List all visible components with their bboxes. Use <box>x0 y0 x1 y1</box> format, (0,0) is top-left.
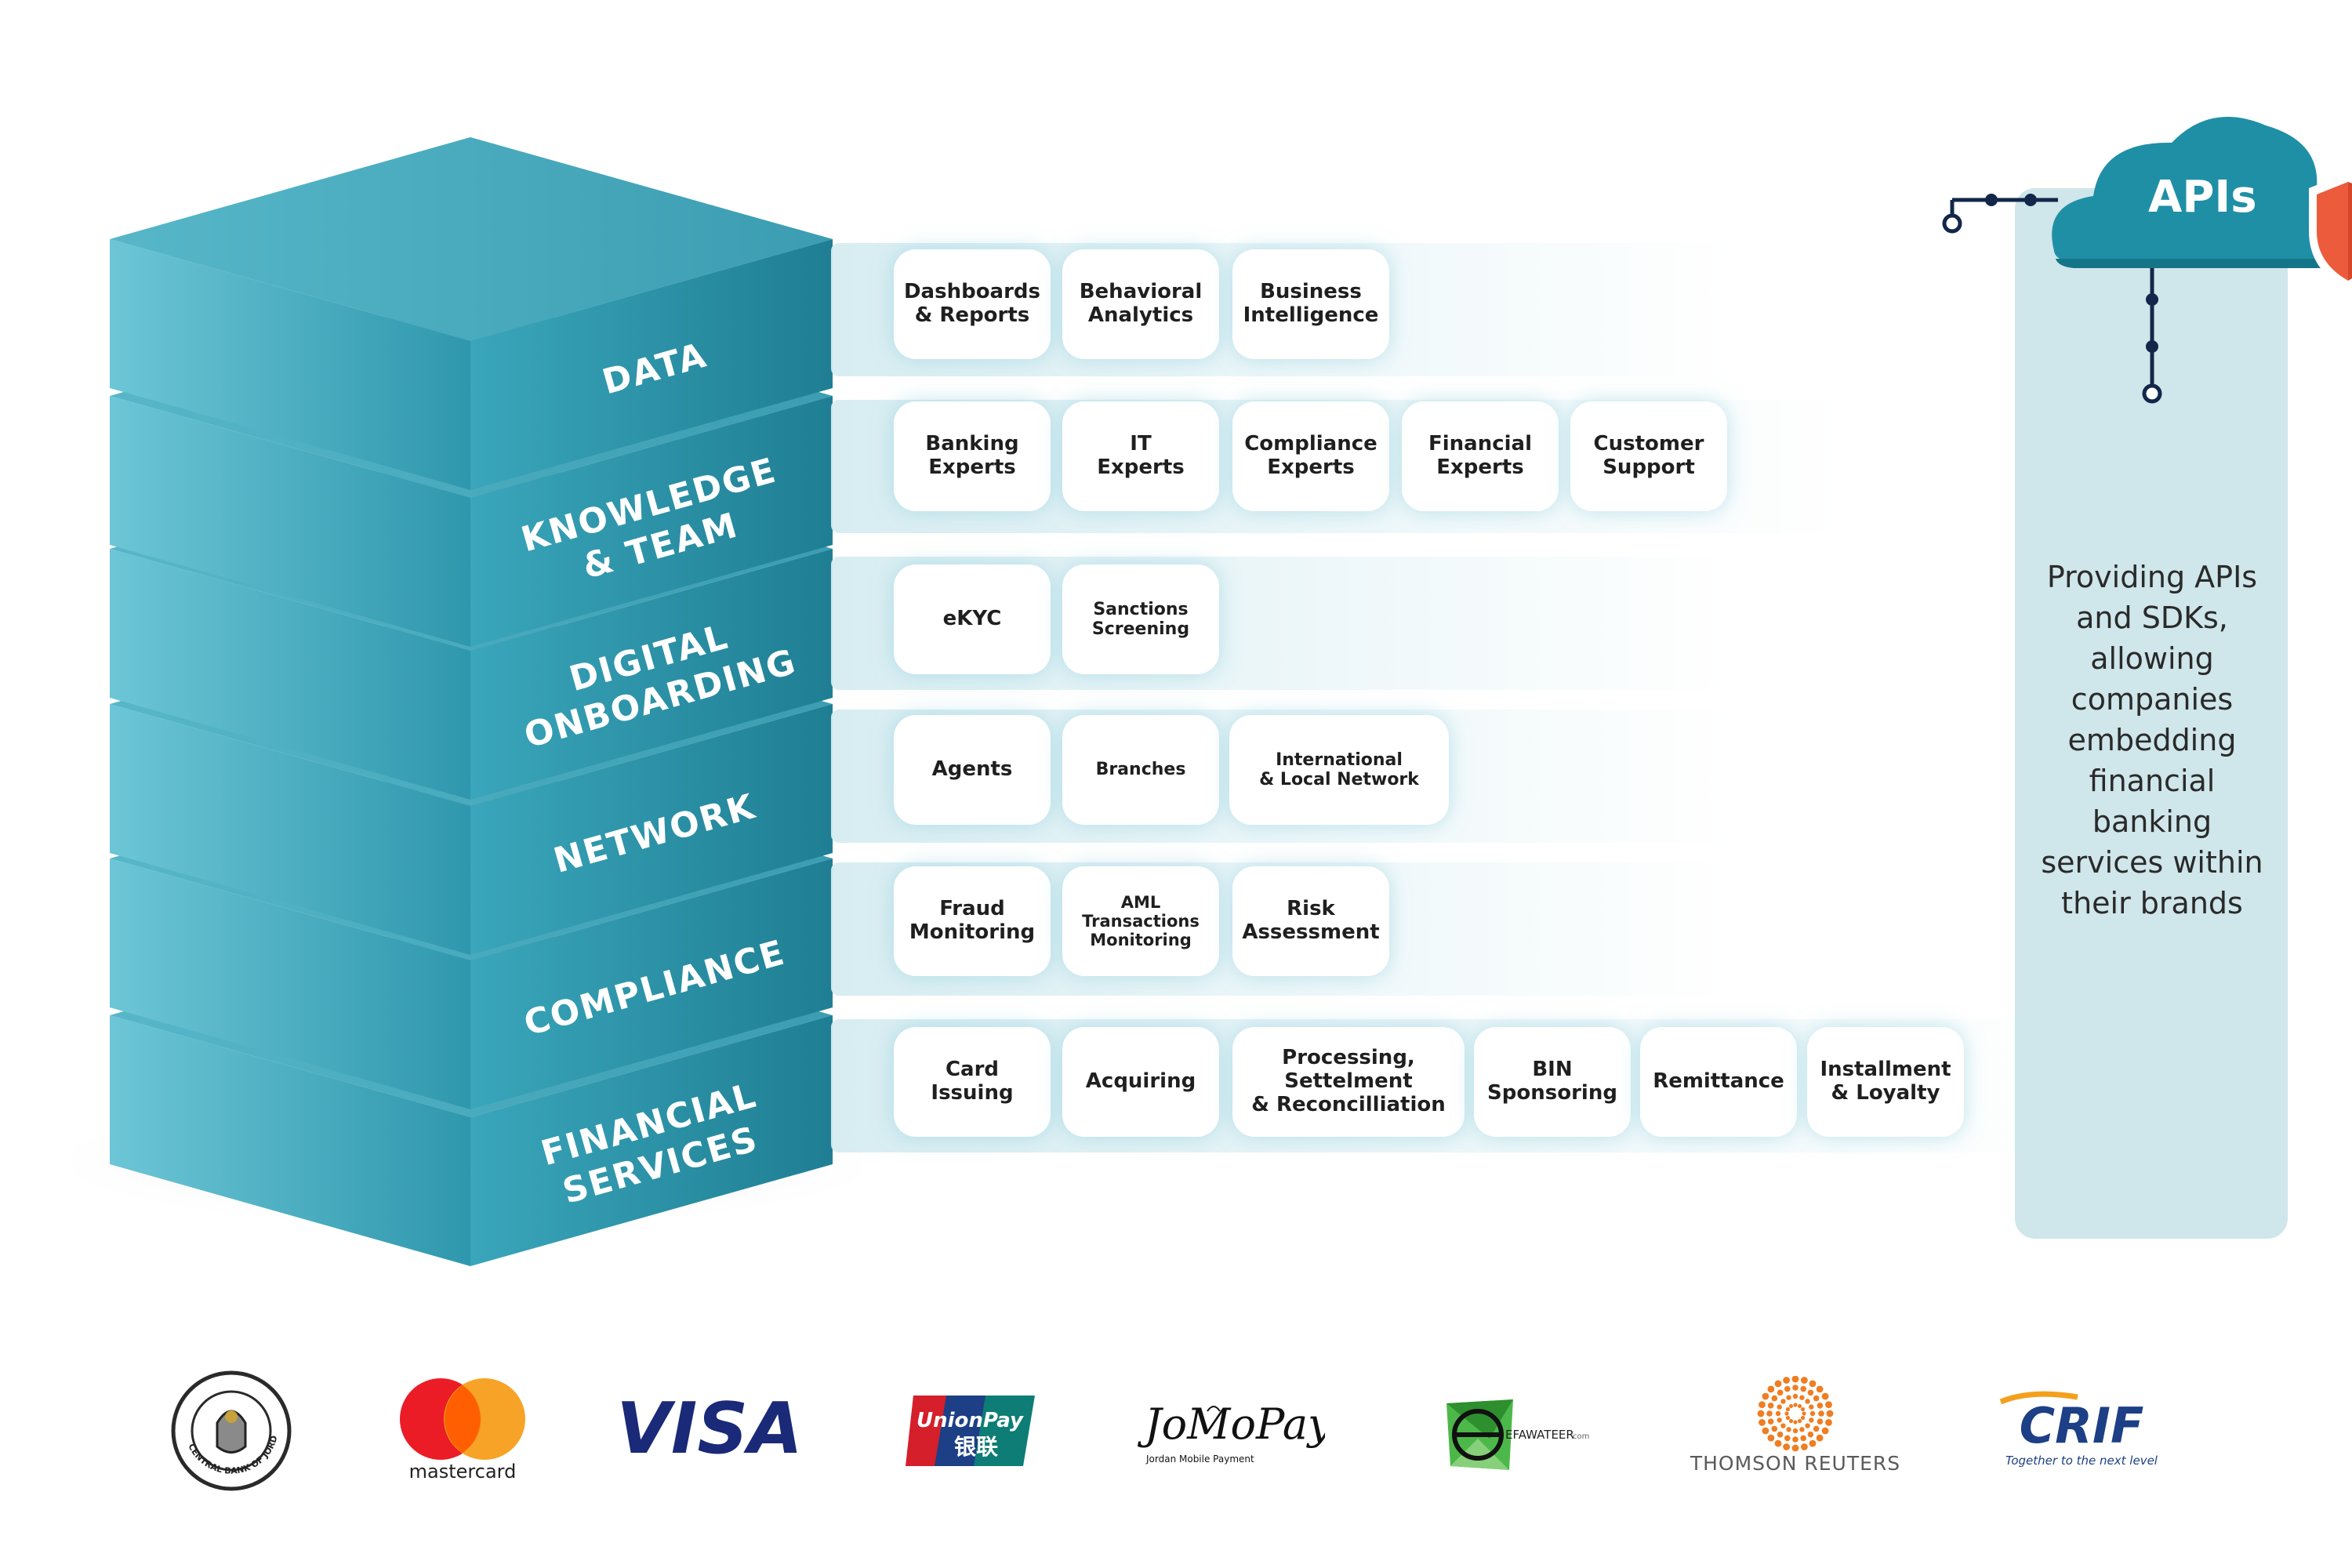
tile-compliance-1: Fraud Monitoring <box>894 866 1051 976</box>
connector-node-icon <box>1942 213 1962 234</box>
crif-logo: CRIF Together to the next level <box>1999 1391 2158 1468</box>
tile-knowledge-2: IT Experts <box>1062 401 1219 511</box>
mastercard-logo: mastercard <box>400 1378 525 1482</box>
svg-text:mastercard: mastercard <box>409 1461 517 1482</box>
svg-text:UnionPay: UnionPay <box>916 1409 1024 1432</box>
tile-label: Processing, Settelment & Reconcilliation <box>1251 1046 1446 1116</box>
layers-group: FINANCIALSERVICESCOMPLIANCENETWORKDIGITA… <box>110 137 833 1266</box>
tile-label: Behavioral Analytics <box>1079 280 1203 327</box>
tile-label: eKYC <box>942 607 1002 631</box>
tile-label: Agents <box>931 757 1013 782</box>
svg-text:EFAWATEER: EFAWATEER <box>1505 1428 1574 1442</box>
api-description: Providing APIs and SDKs, allowing compan… <box>2041 560 2263 920</box>
tile-financial-2: Acquiring <box>1062 1027 1219 1137</box>
connector-end-icon <box>2142 383 2162 404</box>
tile-label: Dashboards & Reports <box>903 280 1041 327</box>
svg-text:Together to the next level: Together to the next level <box>2005 1454 2158 1468</box>
svg-text:THOMSON REUTERS: THOMSON REUTERS <box>1690 1452 1900 1475</box>
thomson-reuters-logo: THOMSON REUTERS <box>1690 1376 1900 1475</box>
tile-label: Business Intelligence <box>1243 280 1379 327</box>
tile-network-1: Agents <box>894 715 1051 825</box>
tile-onboarding-1: eKYC <box>894 564 1051 674</box>
tile-network-3: International & Local Network <box>1229 715 1449 825</box>
central-bank-of-jordan-logo: CENTRAL BANK OF JORDAN <box>169 1368 292 1491</box>
unionpay-logo: UnionPay 银联 <box>906 1396 1035 1466</box>
cloud-icon: APIs <box>2052 117 2352 268</box>
tile-financial-4: BIN Sponsoring <box>1474 1027 1631 1137</box>
tile-data-3: Business Intelligence <box>1232 249 1389 359</box>
tile-financial-6: Installment & Loyalty <box>1807 1027 1964 1137</box>
tile-label: Compliance Experts <box>1244 432 1377 479</box>
tile-financial-3: Processing, Settelment & Reconcilliation <box>1232 1027 1465 1137</box>
svg-text:CRIF: CRIF <box>2020 1397 2144 1454</box>
tile-knowledge-4: Financial Experts <box>1402 401 1559 511</box>
tile-label: Sanctions Screening <box>1091 599 1190 639</box>
svg-text:银联: 银联 <box>954 1434 998 1460</box>
jomopay-logo: JoMoPay Jordan Mobile Payment <box>1137 1399 1325 1465</box>
tile-financial-1: Card Issuing <box>894 1027 1051 1137</box>
tile-onboarding-2: Sanctions Screening <box>1062 564 1219 674</box>
tile-compliance-2: AML Transactions Monitoring <box>1062 866 1219 976</box>
tile-label: Card Issuing <box>931 1058 1014 1105</box>
tile-data-2: Behavioral Analytics <box>1062 249 1219 359</box>
tile-label: AML Transactions Monitoring <box>1082 892 1200 950</box>
tile-label: Risk Assessment <box>1242 897 1380 944</box>
tile-label: Customer Support <box>1593 432 1704 479</box>
tile-knowledge-5: Customer Support <box>1570 401 1727 511</box>
tile-label: BIN Sponsoring <box>1487 1058 1617 1105</box>
efawateer-logo: EFAWATEER com <box>1446 1399 1589 1470</box>
visa-logo: VISA <box>619 1392 800 1470</box>
tile-label: Branches <box>1095 760 1186 780</box>
svg-text:JoMoPay: JoMoPay <box>1137 1399 1325 1449</box>
tile-label: Installment & Loyalty <box>1820 1058 1951 1105</box>
apis-title: APIs <box>2148 172 2257 223</box>
tile-label: Remittance <box>1653 1069 1784 1094</box>
tile-financial-5: Remittance <box>1640 1027 1797 1137</box>
layer-block-data: DATA <box>110 137 833 490</box>
tile-knowledge-1: Banking Experts <box>894 401 1051 511</box>
tile-label: Fraud Monitoring <box>909 897 1036 944</box>
tile-compliance-3: Risk Assessment <box>1232 866 1389 976</box>
svg-text:VISA: VISA <box>619 1392 800 1470</box>
tile-network-2: Branches <box>1062 715 1219 825</box>
layer-stack: FINANCIALSERVICESCOMPLIANCENETWORKDIGITA… <box>31 137 862 1266</box>
tile-knowledge-3: Compliance Experts <box>1232 401 1389 511</box>
tile-label: Banking Experts <box>925 432 1019 479</box>
tile-label: IT Experts <box>1097 432 1185 479</box>
svg-text:Jordan Mobile Payment: Jordan Mobile Payment <box>1145 1454 1254 1465</box>
tile-label: International & Local Network <box>1259 750 1419 789</box>
tile-label: Acquiring <box>1085 1069 1196 1094</box>
api-cloud-graphic: APIs <box>1942 117 2352 404</box>
svg-text:com: com <box>1573 1432 1589 1441</box>
tile-data-1: Dashboards & Reports <box>894 249 1051 359</box>
shield-icon <box>2309 172 2352 290</box>
tile-label: Financial Experts <box>1428 432 1533 479</box>
